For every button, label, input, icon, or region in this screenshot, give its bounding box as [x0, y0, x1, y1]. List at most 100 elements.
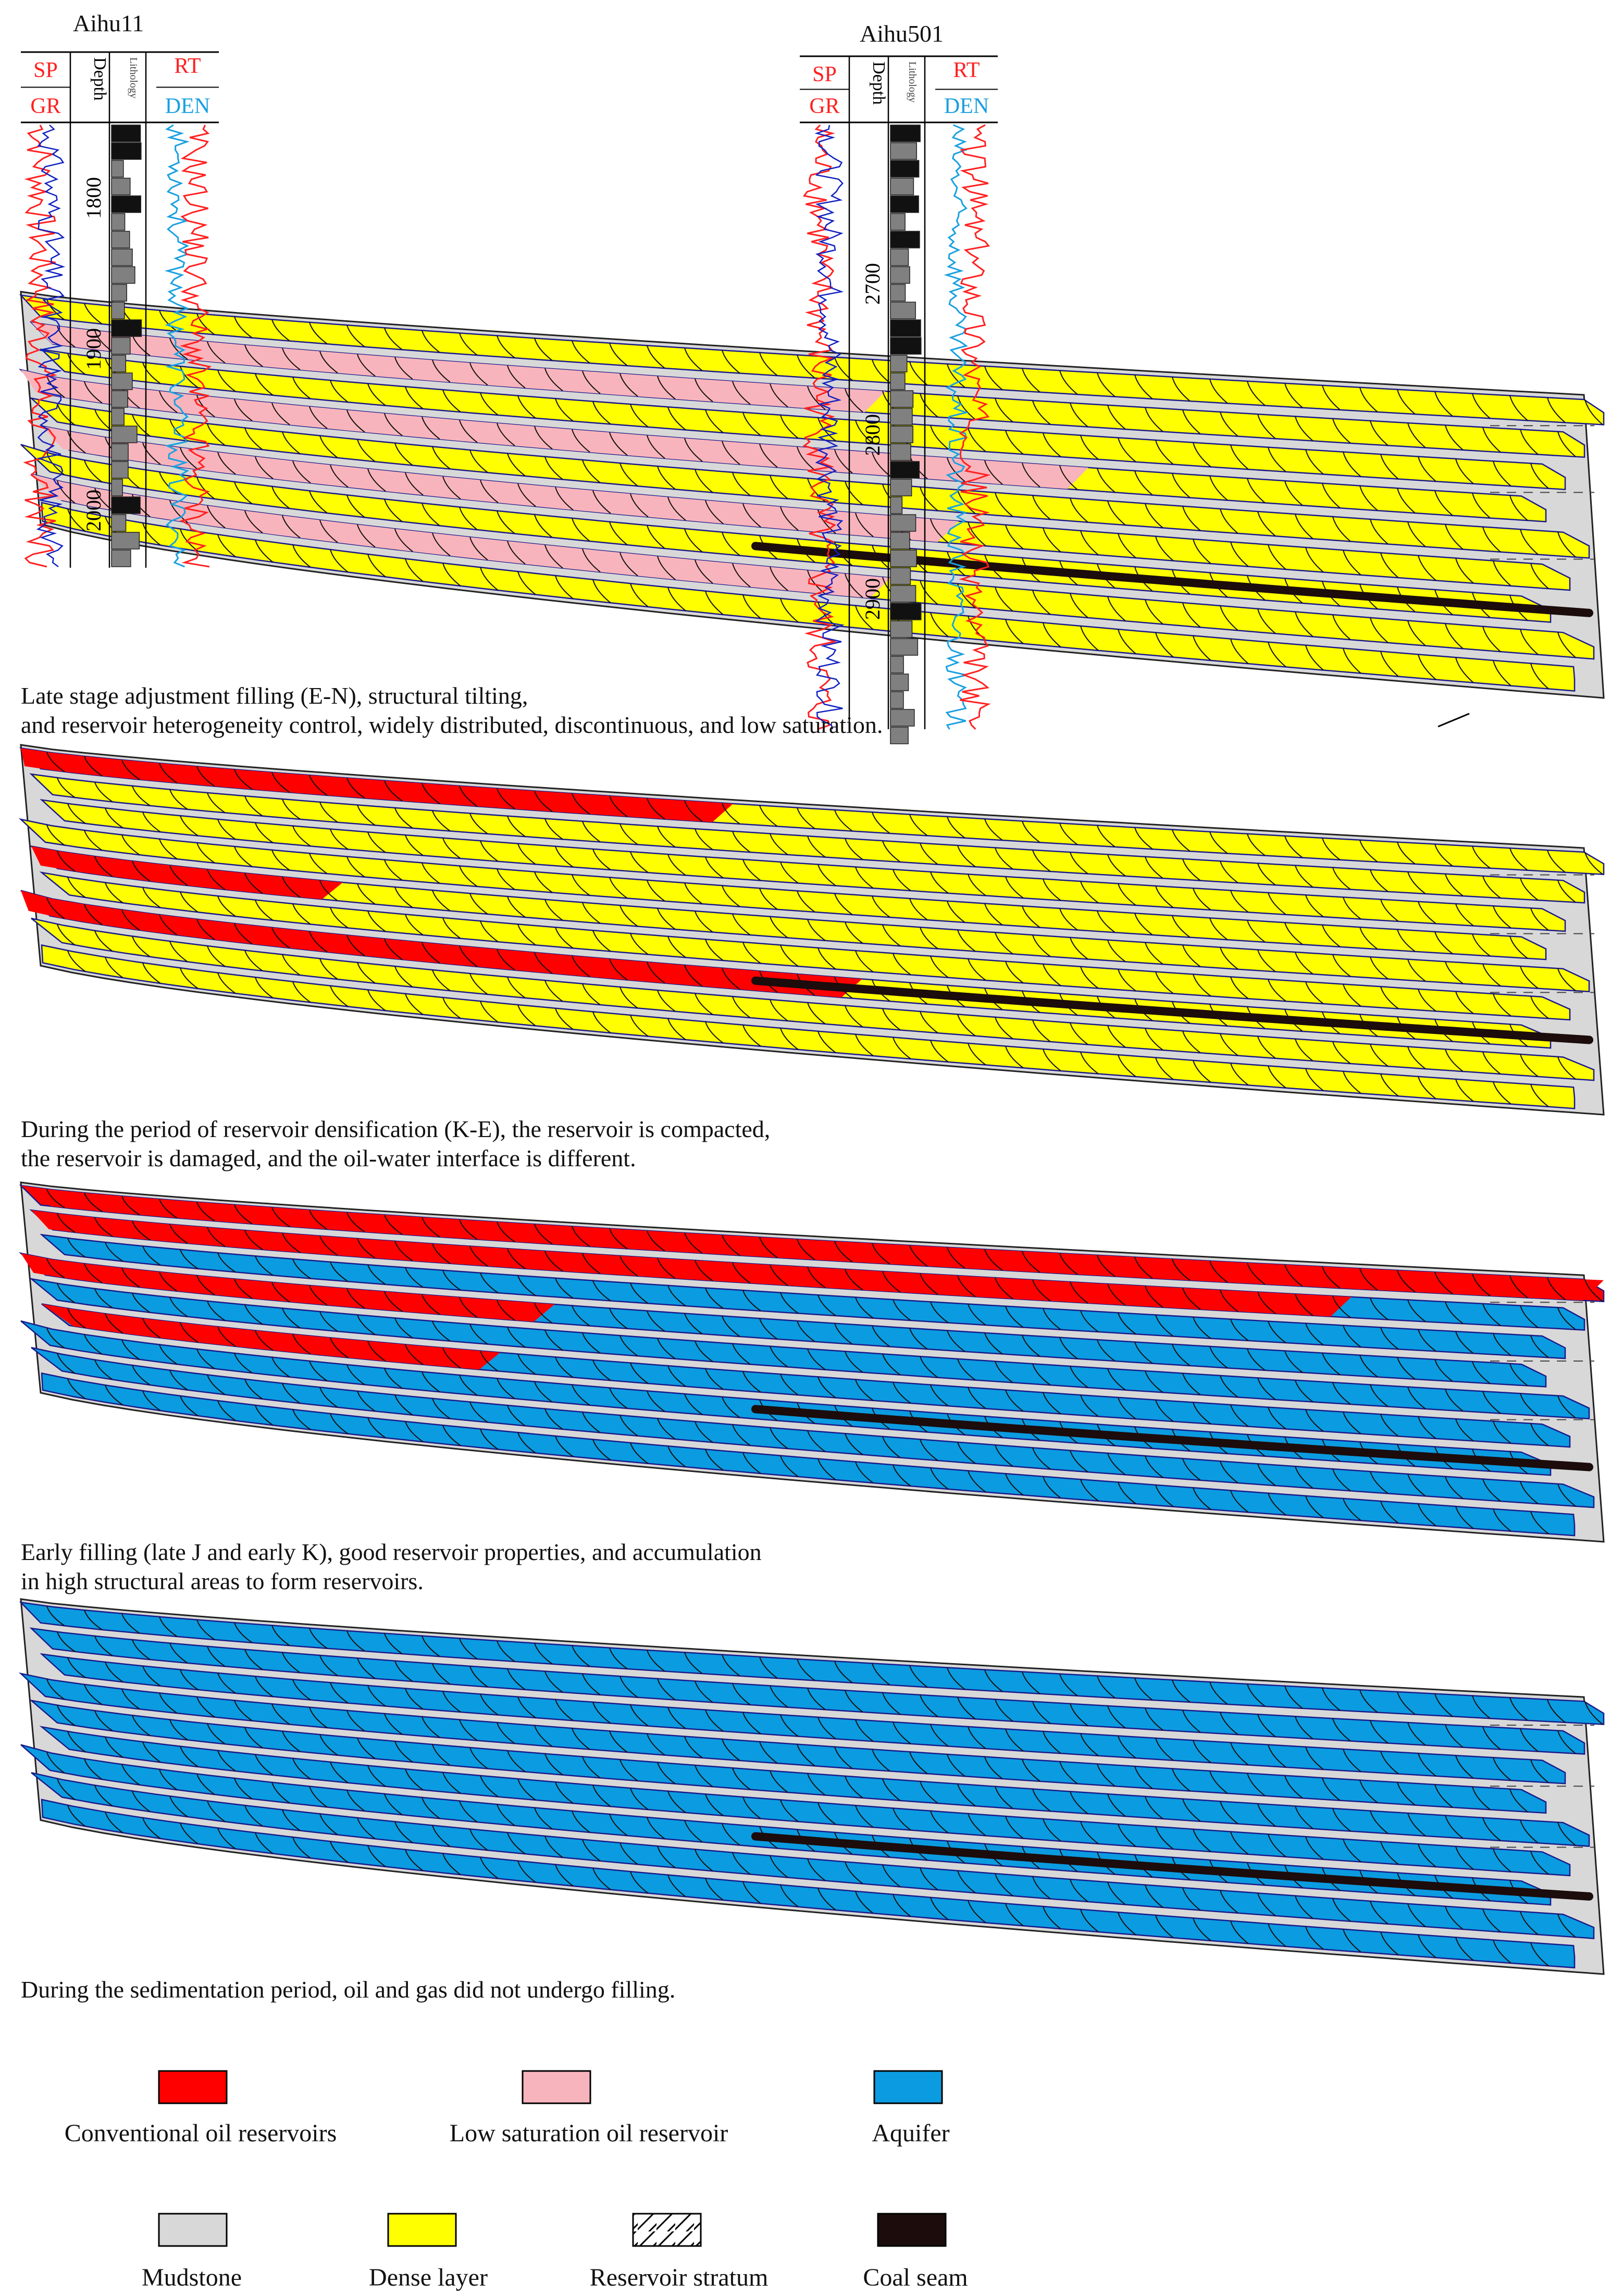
den-label: DEN [165, 94, 210, 118]
reservoir-layer [19, 747, 1605, 876]
cross-bedding [57, 1213, 1576, 1330]
cross-bedding [46, 825, 1528, 959]
lithology-block [890, 603, 922, 620]
caption-line: and reservoir heterogeneity control, wid… [21, 712, 883, 738]
reservoir-layer [18, 818, 1547, 960]
depth-tick-label: 1800 [82, 177, 105, 219]
lithology-block [890, 426, 913, 443]
lithology-block [111, 372, 133, 390]
lithology-block [111, 390, 128, 408]
lithology-block [890, 443, 911, 461]
legend-label-reservoir-stratum: Reservoir stratum [589, 2264, 769, 2291]
gr-curve [814, 124, 845, 730]
legend-label-aquifer: Aquifer [872, 2119, 950, 2147]
lithology-block [111, 302, 125, 319]
lithology-block [890, 355, 908, 372]
lithology-block [890, 727, 909, 744]
lithology-block [890, 408, 913, 426]
depth-tick-label: 2800 [861, 414, 884, 456]
reservoir-layer [41, 502, 1576, 692]
legend-swatch-5 [387, 2213, 457, 2247]
cross-bedding [46, 1258, 1528, 1387]
lithology-block [890, 231, 920, 248]
cross-bedding [46, 1679, 1528, 1813]
legend [158, 2070, 947, 2247]
cross-bedding [57, 1283, 1576, 1418]
caption-line: Early filling (late J and early K), good… [21, 1539, 762, 1565]
cross-bedding [67, 1805, 1549, 1966]
cross-bedding [67, 1731, 1549, 1875]
lithology-block [111, 337, 131, 355]
lithology-block [890, 266, 910, 284]
lithology-block [111, 231, 130, 248]
lithology-block [890, 514, 916, 532]
lithology-block [890, 213, 906, 231]
lithology-block [111, 479, 123, 496]
oil-fill [31, 474, 891, 598]
lithology-block [111, 248, 133, 266]
reservoir-layer [40, 798, 1566, 932]
lithology-block [890, 550, 917, 567]
lithology-block [111, 124, 141, 142]
legend-swatch-2 [522, 2070, 591, 2104]
cross-bedding [46, 752, 1603, 875]
oil-fill [21, 748, 734, 822]
caption-line: During the sedimentation period, oil and… [21, 1976, 676, 2003]
legend-swatch-7 [877, 2213, 947, 2247]
coal-seam [751, 976, 1593, 1044]
gr-curve [36, 124, 66, 568]
lithology-block [890, 496, 903, 514]
gr-label: GR [809, 94, 839, 118]
cross-bedding [57, 1353, 1576, 1507]
lithology-block [890, 160, 920, 178]
caption-line: in high structural areas to form reservo… [21, 1568, 424, 1594]
reservoir-layer [31, 917, 1595, 1081]
reservoir-layer [40, 1233, 1566, 1359]
lithology-block [111, 496, 141, 514]
depth-label: Depth [90, 57, 109, 101]
lithology-label: Lithology [907, 61, 918, 103]
oil-fill [42, 1304, 500, 1370]
legend-swatch-3 [873, 2070, 943, 2104]
den-curve [164, 124, 190, 568]
lithology-block [890, 673, 909, 691]
oil-fill [31, 1210, 1352, 1317]
oil-fill [31, 846, 343, 900]
cross-bedding [67, 950, 1549, 1107]
cross-section-panel-densification [18, 744, 1605, 1116]
reservoir-layer [18, 1672, 1547, 1814]
caption-line: Late stage adjustment filling (E-N), str… [21, 682, 528, 709]
cross-bedding [67, 1378, 1549, 1534]
caption-late-adjustment: Late stage adjustment filling (E-N), str… [21, 681, 883, 740]
caption-line: the reservoir is damaged, and the oil-wa… [21, 1145, 636, 1171]
reservoir-layer [41, 1372, 1576, 1537]
lithology-block [111, 355, 127, 372]
legend-label-low-saturation-oil: Low saturation oil reservoir [449, 2119, 728, 2147]
legend-swatch-6 [632, 2213, 702, 2247]
oil-fill [31, 322, 886, 413]
reservoir-layer [29, 773, 1585, 904]
sp-label: SP [812, 63, 837, 86]
lithology-block [890, 178, 914, 195]
legend-label-coal-seam: Coal seam [863, 2264, 968, 2291]
cross-bedding [57, 851, 1576, 991]
gr-label: GR [30, 94, 60, 118]
lithology-block [111, 514, 127, 532]
sp-curve [23, 124, 57, 568]
lithology-block [890, 124, 921, 142]
lithology-block [111, 266, 135, 284]
reservoir-layer [39, 871, 1571, 1021]
cross-bedding [57, 924, 1576, 1080]
cross-bedding [57, 1705, 1576, 1846]
depth-tick-label: 2000 [82, 490, 105, 531]
rt-label: RT [174, 54, 201, 78]
reservoir-layer [29, 1278, 1590, 1420]
lithology-block [890, 284, 906, 302]
caption-sedimentation: During the sedimentation period, oil and… [21, 1975, 675, 2004]
cross-bedding [67, 1308, 1549, 1446]
depth-tick-label: 1900 [82, 328, 105, 370]
reservoir-layer [40, 1653, 1566, 1785]
